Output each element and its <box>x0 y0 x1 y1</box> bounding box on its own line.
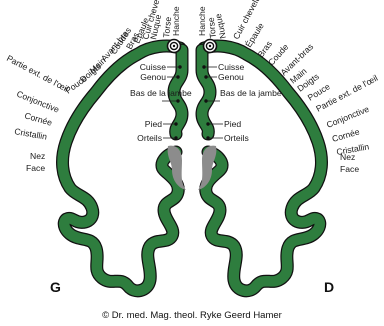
spiral-icon <box>168 40 181 53</box>
label-face-left: Face <box>26 163 45 173</box>
label-genou-right: Genou <box>218 72 244 82</box>
label-bas-jambe-left: Bas de la jambe <box>130 88 192 98</box>
label-pied-left: Pied <box>145 119 162 129</box>
label-nez-left: Nez <box>30 151 45 161</box>
label-partie-ext-oeil-left: Partie ext. de l'œil <box>5 53 70 94</box>
label-face-right: Face <box>340 164 359 174</box>
label-orteils-left: Orteils <box>137 133 162 143</box>
copyright-caption: © Dr. med. Mag. theol. Ryke Geerd Hamer <box>102 310 282 321</box>
label-pied-right: Pied <box>224 119 241 129</box>
label-cornee-right: Cornée <box>331 126 361 143</box>
label-cornee-left: Cornée <box>23 110 53 127</box>
label-orteils-right: Orteils <box>224 133 249 143</box>
right-side-letter: D <box>324 279 334 295</box>
label-bas-jambe-right: Bas de la jambe <box>220 88 282 98</box>
label-conjonctive-right: Conjonctive <box>325 104 371 130</box>
spiral-icon <box>204 40 217 53</box>
label-genou-left: Genou <box>140 72 166 82</box>
left-side-letter: G <box>50 279 61 295</box>
label-cuisse-right: Cuisse <box>218 62 244 72</box>
label-cuisse-left: Cuisse <box>140 62 166 72</box>
label-conjonctive-left: Conjonctive <box>15 89 61 115</box>
label-cristallin-left: Cristallin <box>14 126 48 142</box>
label-nez-right: Nez <box>340 152 355 162</box>
